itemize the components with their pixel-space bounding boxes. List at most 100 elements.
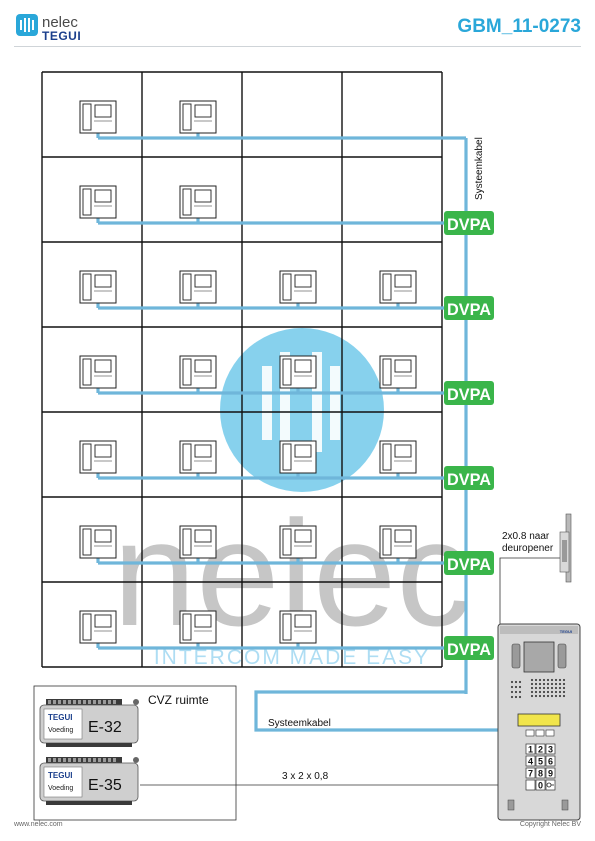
psu-terminal — [98, 758, 101, 762]
monitor-handset — [282, 443, 292, 471]
monitor-handset — [182, 188, 192, 216]
panel-key: 1 — [525, 743, 536, 755]
panel-mic-hole — [514, 695, 518, 699]
panel-key-label: 1 — [528, 745, 533, 755]
panel-nav-bell — [535, 729, 545, 737]
monitor-handset — [382, 358, 392, 386]
panel-key-cap — [525, 755, 536, 767]
monitor-icon — [179, 610, 217, 648]
dvpa-badge-bg — [444, 466, 494, 490]
psu-terminal — [53, 758, 56, 762]
panel-key-cap — [535, 755, 546, 767]
monitor-handset — [282, 358, 292, 386]
psu-terminal — [88, 700, 91, 704]
monitor-handset — [82, 443, 92, 471]
psu-terminal — [73, 700, 76, 704]
monitor-handset — [382, 273, 392, 301]
panel-speaker-hole — [530, 694, 534, 698]
panel-key-label: 3 — [548, 745, 553, 755]
monitor-icon — [279, 355, 317, 393]
panel-light-left — [511, 643, 521, 669]
psu-terminal — [63, 758, 66, 762]
monitor-screen — [394, 274, 412, 288]
panel-key-cap — [535, 767, 546, 779]
monitor-icon — [79, 525, 117, 563]
brand-nelec: nelec — [42, 14, 78, 31]
monitor-icon — [79, 355, 117, 393]
monitor-handset — [182, 528, 192, 556]
monitor-handset — [182, 443, 192, 471]
system-cable-vertical-label: Systeemkabel — [474, 137, 485, 200]
monitor-screen — [94, 444, 112, 458]
psu-terminal — [78, 700, 81, 704]
psu-terminal — [78, 758, 81, 762]
panel-speaker-hole — [534, 694, 538, 698]
system-cables — [98, 136, 500, 732]
monitor-icon — [379, 270, 417, 308]
header: nelec TEGUI GBM_11-0273 — [0, 0, 595, 48]
panel-speaker-hole — [542, 682, 546, 686]
psu-type: Voeding — [48, 727, 73, 734]
monitor-screen — [194, 614, 212, 628]
psu-label-panel — [43, 708, 83, 740]
panel-mic-hole — [510, 685, 514, 689]
panel-nav-left — [525, 729, 535, 737]
monitor-icon — [79, 610, 117, 648]
panel-mic-hole — [510, 690, 514, 694]
panel-key: 3 — [545, 743, 556, 755]
panel-key-label: 4 — [528, 757, 533, 767]
monitor-handset — [382, 443, 392, 471]
monitor-icon — [279, 440, 317, 478]
panel-speaker-hole — [546, 694, 550, 698]
panel-speaker-hole — [550, 678, 554, 682]
monitor-handset — [82, 273, 92, 301]
dvpa-badge: DVPA — [444, 551, 494, 575]
dvpa-label: DVPA — [447, 215, 491, 234]
dvpa-label: DVPA — [447, 555, 491, 574]
psu-terminal — [53, 700, 56, 704]
psu-terminal — [73, 758, 76, 762]
dvpa-badge: DVPA — [444, 636, 494, 660]
monitor-handset — [282, 528, 292, 556]
psu-terminal — [68, 758, 71, 762]
psu-terminal — [103, 758, 106, 762]
dvpa-label: DVPA — [447, 470, 491, 489]
monitor-icon — [179, 100, 217, 138]
panel-bottom-left — [507, 799, 515, 811]
monitor-icon — [79, 270, 117, 308]
panel-key-label: 6 — [548, 757, 553, 767]
door-opener: 2x0.8 naar deuropener — [499, 513, 572, 626]
monitor-icon — [179, 185, 217, 223]
dvpa-badge: DVPA — [444, 381, 494, 405]
system-cable-horizontal-label: Systeemkabel — [268, 718, 331, 729]
psu-terminal — [113, 758, 116, 762]
psu-bottom-strip — [46, 801, 132, 805]
monitor-screen — [394, 444, 412, 458]
psu-bottom-strip — [46, 743, 132, 747]
psu-terminal — [83, 758, 86, 762]
monitor-handset — [182, 103, 192, 131]
panel-key: 4 — [525, 755, 536, 767]
monitor-icon — [379, 440, 417, 478]
monitor-screen — [294, 359, 312, 373]
psu-terminal — [58, 758, 61, 762]
psu-terminal — [88, 758, 91, 762]
panel-speaker-hole — [554, 694, 558, 698]
panel-speaker-hole — [546, 682, 550, 686]
dvpa-badge-bg — [444, 551, 494, 575]
panel-display — [517, 713, 561, 727]
monitor-icon — [79, 440, 117, 478]
psu-led — [133, 699, 139, 705]
panel-key: 7 — [525, 767, 536, 779]
panel-nav-right — [545, 729, 555, 737]
panel-key: 0 — [535, 779, 546, 791]
monitor-screen — [394, 359, 412, 373]
psu-terminal — [103, 700, 106, 704]
panel-speaker-hole — [546, 686, 550, 690]
panel-brand: TEGUI — [560, 629, 572, 634]
panel-mic-hole — [518, 680, 522, 684]
cvz-room-frame — [33, 685, 237, 821]
dvpa-badge-bg — [444, 296, 494, 320]
monitor-screen — [94, 189, 112, 203]
